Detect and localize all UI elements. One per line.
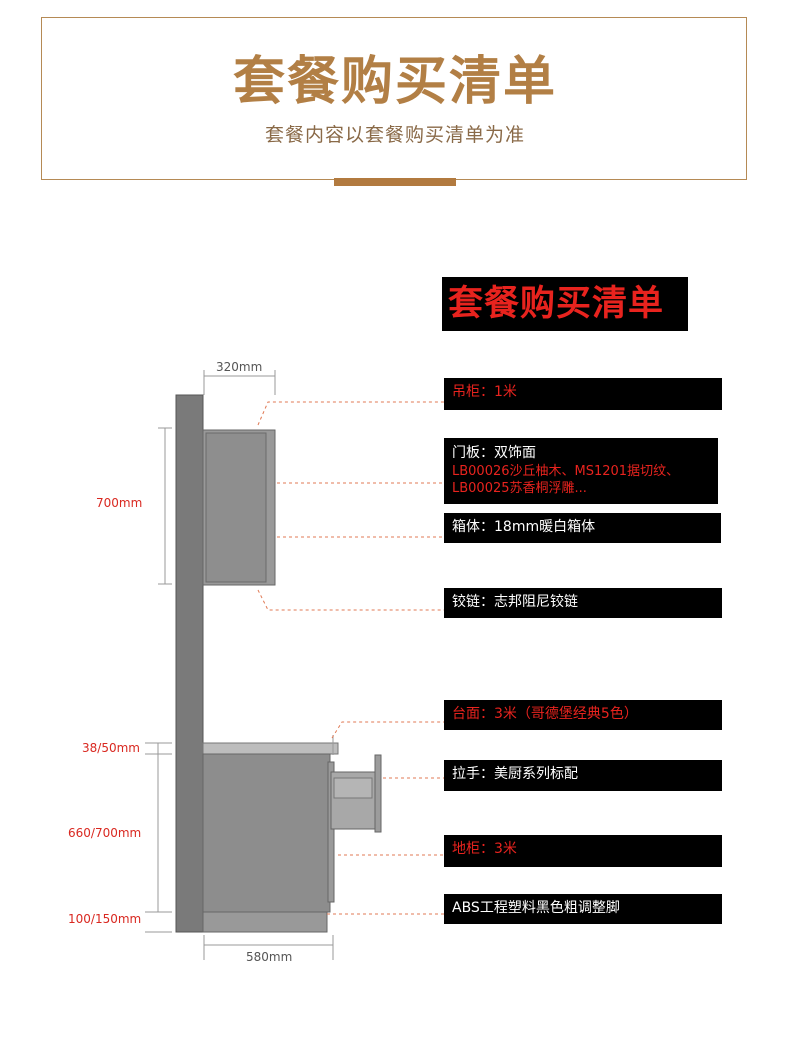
label-door-panel: 门板：双饰面 LB00026沙丘柚木、MS1201据切纹、 LB00025苏香桐… xyxy=(444,438,718,504)
page-subtitle: 套餐内容以套餐购买清单为准 xyxy=(264,124,525,146)
leader-countertop xyxy=(331,721,444,739)
accent-bar xyxy=(334,178,456,186)
label-hanging-cabinet: 吊柜：1米 xyxy=(444,378,722,410)
leader-hanging-cabinet xyxy=(257,401,444,426)
plinth xyxy=(202,911,328,933)
label-feet: ABS工程塑料黑色粗调整脚 xyxy=(444,894,722,924)
label-door-panel-detail-1: LB00026沙丘柚木、MS1201据切纹、 xyxy=(452,464,680,479)
label-hinge: 铰链：志邦阻尼铰链 xyxy=(444,588,722,618)
countertop xyxy=(202,742,339,755)
label-countertop: 台面：3米（哥德堡经典5色） xyxy=(444,700,722,730)
base-cabinet-door xyxy=(327,761,335,903)
label-cabinet-body: 箱体：18mm暖白箱体 xyxy=(444,513,721,543)
upper-cabinet-inner xyxy=(205,432,267,583)
leader-hinge xyxy=(257,589,444,611)
base-cabinet-box xyxy=(202,753,331,913)
drawer-inner xyxy=(333,777,373,799)
dim-upper-height: 700mm xyxy=(96,496,143,510)
page-title: 套餐购买清单 xyxy=(232,51,557,112)
wall xyxy=(175,394,204,933)
label-handle: 拉手：美厨系列标配 xyxy=(444,760,722,791)
label-door-panel-title: 门板：双饰面 xyxy=(452,445,536,461)
list-title: 套餐购买清单 xyxy=(442,277,688,331)
dim-plinth-height: 100/150mm xyxy=(68,912,142,926)
dim-counter-thickness: 38/50mm xyxy=(82,741,140,755)
dim-base-depth: 580mm xyxy=(246,950,293,964)
label-base-cabinet: 地柜：3米 xyxy=(444,835,722,867)
handle-bar xyxy=(374,754,382,833)
label-door-panel-detail-2: LB00025苏香桐浮雕... xyxy=(452,481,587,496)
dim-base-height: 660/700mm xyxy=(68,826,142,840)
dim-upper-depth: 320mm xyxy=(216,360,263,374)
